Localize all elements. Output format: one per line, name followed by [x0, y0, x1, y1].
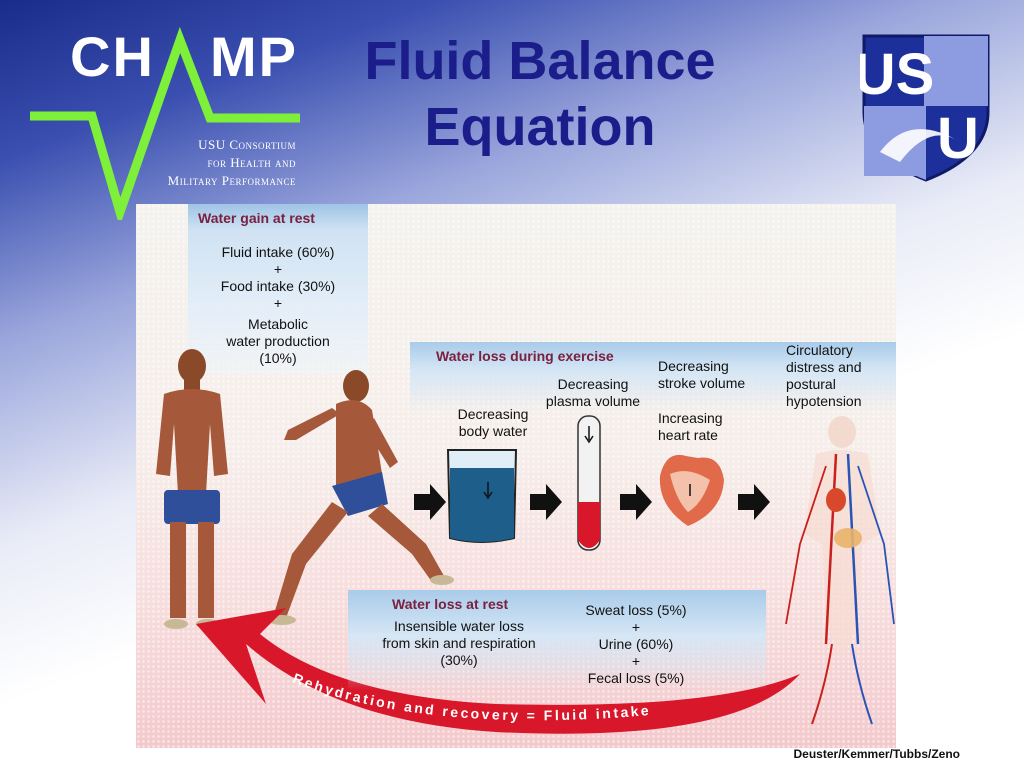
plus-sign: +	[631, 619, 641, 635]
circulatory-distress-label: Circulatory distress and postural hypote…	[786, 342, 896, 410]
water-loss-exercise-heading: Water loss during exercise	[436, 348, 614, 364]
page-title-line1: Fluid Balance	[364, 31, 716, 91]
arrow-icon	[414, 484, 446, 520]
fluid-balance-diagram: Water gain at rest Fluid intake (60%) + …	[136, 204, 896, 748]
logo-pulse-line-icon	[30, 26, 300, 220]
metabolic-text-line2: water production	[226, 333, 330, 349]
logo-subtitle-line3: Military Performance	[167, 173, 296, 188]
water-gain-heading: Water gain at rest	[188, 204, 368, 230]
page-title-line2: Equation	[424, 97, 656, 157]
label-line: hypotension	[786, 393, 862, 409]
increasing-heart-rate-label: Increasing heart rate	[658, 410, 768, 444]
fluid-intake-text: Fluid intake (60%)	[221, 244, 335, 260]
water-gain-at-rest-box: Water gain at rest Fluid intake (60%) + …	[188, 204, 368, 374]
label-line: (30%)	[440, 652, 478, 668]
label-line: Increasing	[658, 410, 723, 426]
decreasing-stroke-volume-label: Decreasing stroke volume	[658, 358, 768, 392]
label-line: Circulatory	[786, 342, 853, 358]
logo-letters-right: MP	[210, 25, 298, 88]
standing-man-figure	[156, 349, 228, 629]
running-man-figure	[268, 370, 454, 625]
test-tube-icon	[577, 415, 601, 551]
sweat-loss-text: Sweat loss (5%)	[585, 602, 687, 618]
water-loss-rest-heading: Water loss at rest	[392, 596, 509, 612]
usu-shield-icon: US U	[860, 34, 990, 182]
champ-logo: CH MP USU Consortium for Health and Mili…	[0, 0, 320, 220]
credit-text: Deuster/Kemmer/Tubbs/Zeno	[793, 747, 960, 761]
label-line: postural	[786, 376, 836, 392]
arrow-icon	[620, 484, 652, 520]
decreasing-plasma-volume-label: Decreasing plasma volume	[538, 376, 648, 410]
label-line: body water	[458, 423, 528, 439]
page-title: Fluid Balance Equation	[320, 28, 760, 160]
label-line: Insensible water loss	[394, 618, 524, 634]
insensible-loss-label: Insensible water loss from skin and resp…	[364, 618, 554, 669]
label-line: Decreasing	[557, 376, 629, 392]
flow-arrows	[414, 484, 770, 520]
logo-subtitle-line1: USU Consortium	[198, 137, 296, 152]
metabolic-text-line1: Metabolic	[248, 316, 308, 332]
label-line: stroke volume	[658, 375, 746, 391]
water-gain-list: Fluid intake (60%) + Food intake (30%) +…	[188, 230, 368, 367]
label-line: plasma volume	[545, 393, 641, 409]
logo-letters-left: CH	[70, 25, 155, 88]
metabolic-text-line3: (10%)	[259, 350, 297, 366]
shield-letters-top: US	[860, 42, 934, 107]
label-line: Decreasing	[658, 358, 729, 374]
rest-loss-components: Sweat loss (5%) + Urine (60%) + Fecal lo…	[566, 602, 706, 687]
water-loss-at-rest-box: Water loss at rest	[348, 590, 766, 690]
label-line: Decreasing	[457, 406, 529, 422]
beaker-icon	[446, 449, 518, 543]
label-line: heart rate	[658, 427, 718, 443]
food-intake-text: Food intake (30%)	[220, 278, 336, 294]
fecal-loss-text: Fecal loss (5%)	[587, 670, 685, 686]
logo-subtitle-line2: for Health and	[207, 155, 296, 170]
plus-sign: +	[631, 653, 641, 669]
label-line: distress and	[786, 359, 862, 375]
arrow-icon	[530, 484, 562, 520]
shield-letters-bottom: U	[937, 106, 979, 171]
heart-icon	[659, 454, 724, 526]
water-loss-exercise-band: Water loss during exercise	[410, 342, 896, 412]
label-line: from skin and respiration	[382, 635, 536, 651]
plus-sign: +	[273, 261, 283, 277]
plus-sign: +	[273, 295, 283, 311]
decreasing-body-water-label: Decreasing body water	[448, 406, 538, 440]
urine-text: Urine (60%)	[598, 636, 674, 652]
circulatory-system-figure	[785, 416, 895, 725]
arrow-icon	[738, 484, 770, 520]
